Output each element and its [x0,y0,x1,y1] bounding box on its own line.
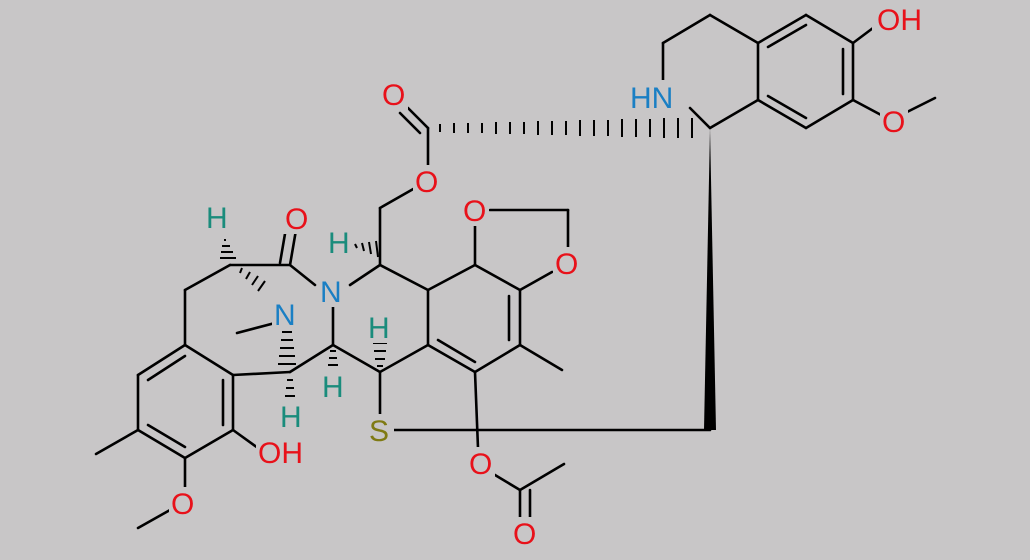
bond-layer [94,13,937,530]
atom-o-dioxole-lower: O [555,248,578,281]
atom-o-methoxy-right: O [882,106,905,139]
atom-n-methyl: N [274,299,296,332]
atom-o-ester-link: O [415,166,438,199]
atom-o-acetyl-carbonyl: O [513,518,536,551]
atom-nh-ring: HN [630,82,673,115]
hashed-bond-h-lower-left [285,379,295,397]
atom-h-bridgehead: H [206,202,228,235]
atom-oh-top-right: OH [877,4,922,37]
hashed-bond-h-center-lower [328,350,338,366]
atom-labels: OH HN O O O O O O H H N N H H H S OH [169,2,930,551]
hashed-bond-h-upper-left [220,239,236,259]
atom-o-methoxy-left: O [171,488,194,521]
atom-o-ester-carbonyl: O [382,79,405,112]
atom-oh-left-phenol: OH [258,437,303,470]
atom-s-thioether: S [369,415,389,448]
hashed-bond-h-n-adjacent [354,240,379,258]
atom-o-dioxole-upper: O [463,195,486,228]
atom-h-n-adjacent: H [328,227,350,260]
atom-n-lactam: N [320,276,342,309]
atom-h-center-upper: H [368,312,390,345]
hashed-bond-bridge [239,267,266,292]
hashed-bond-h-center-upper [373,342,387,367]
hashed-bond-ester [439,118,693,138]
atom-h-lower-left: H [280,401,302,434]
atom-o-acetoxy: O [469,448,492,481]
atom-o-lactam-carbonyl: O [285,203,308,236]
atom-h-center-lower: H [322,371,344,404]
hashed-bond-n-methyl [278,331,296,365]
